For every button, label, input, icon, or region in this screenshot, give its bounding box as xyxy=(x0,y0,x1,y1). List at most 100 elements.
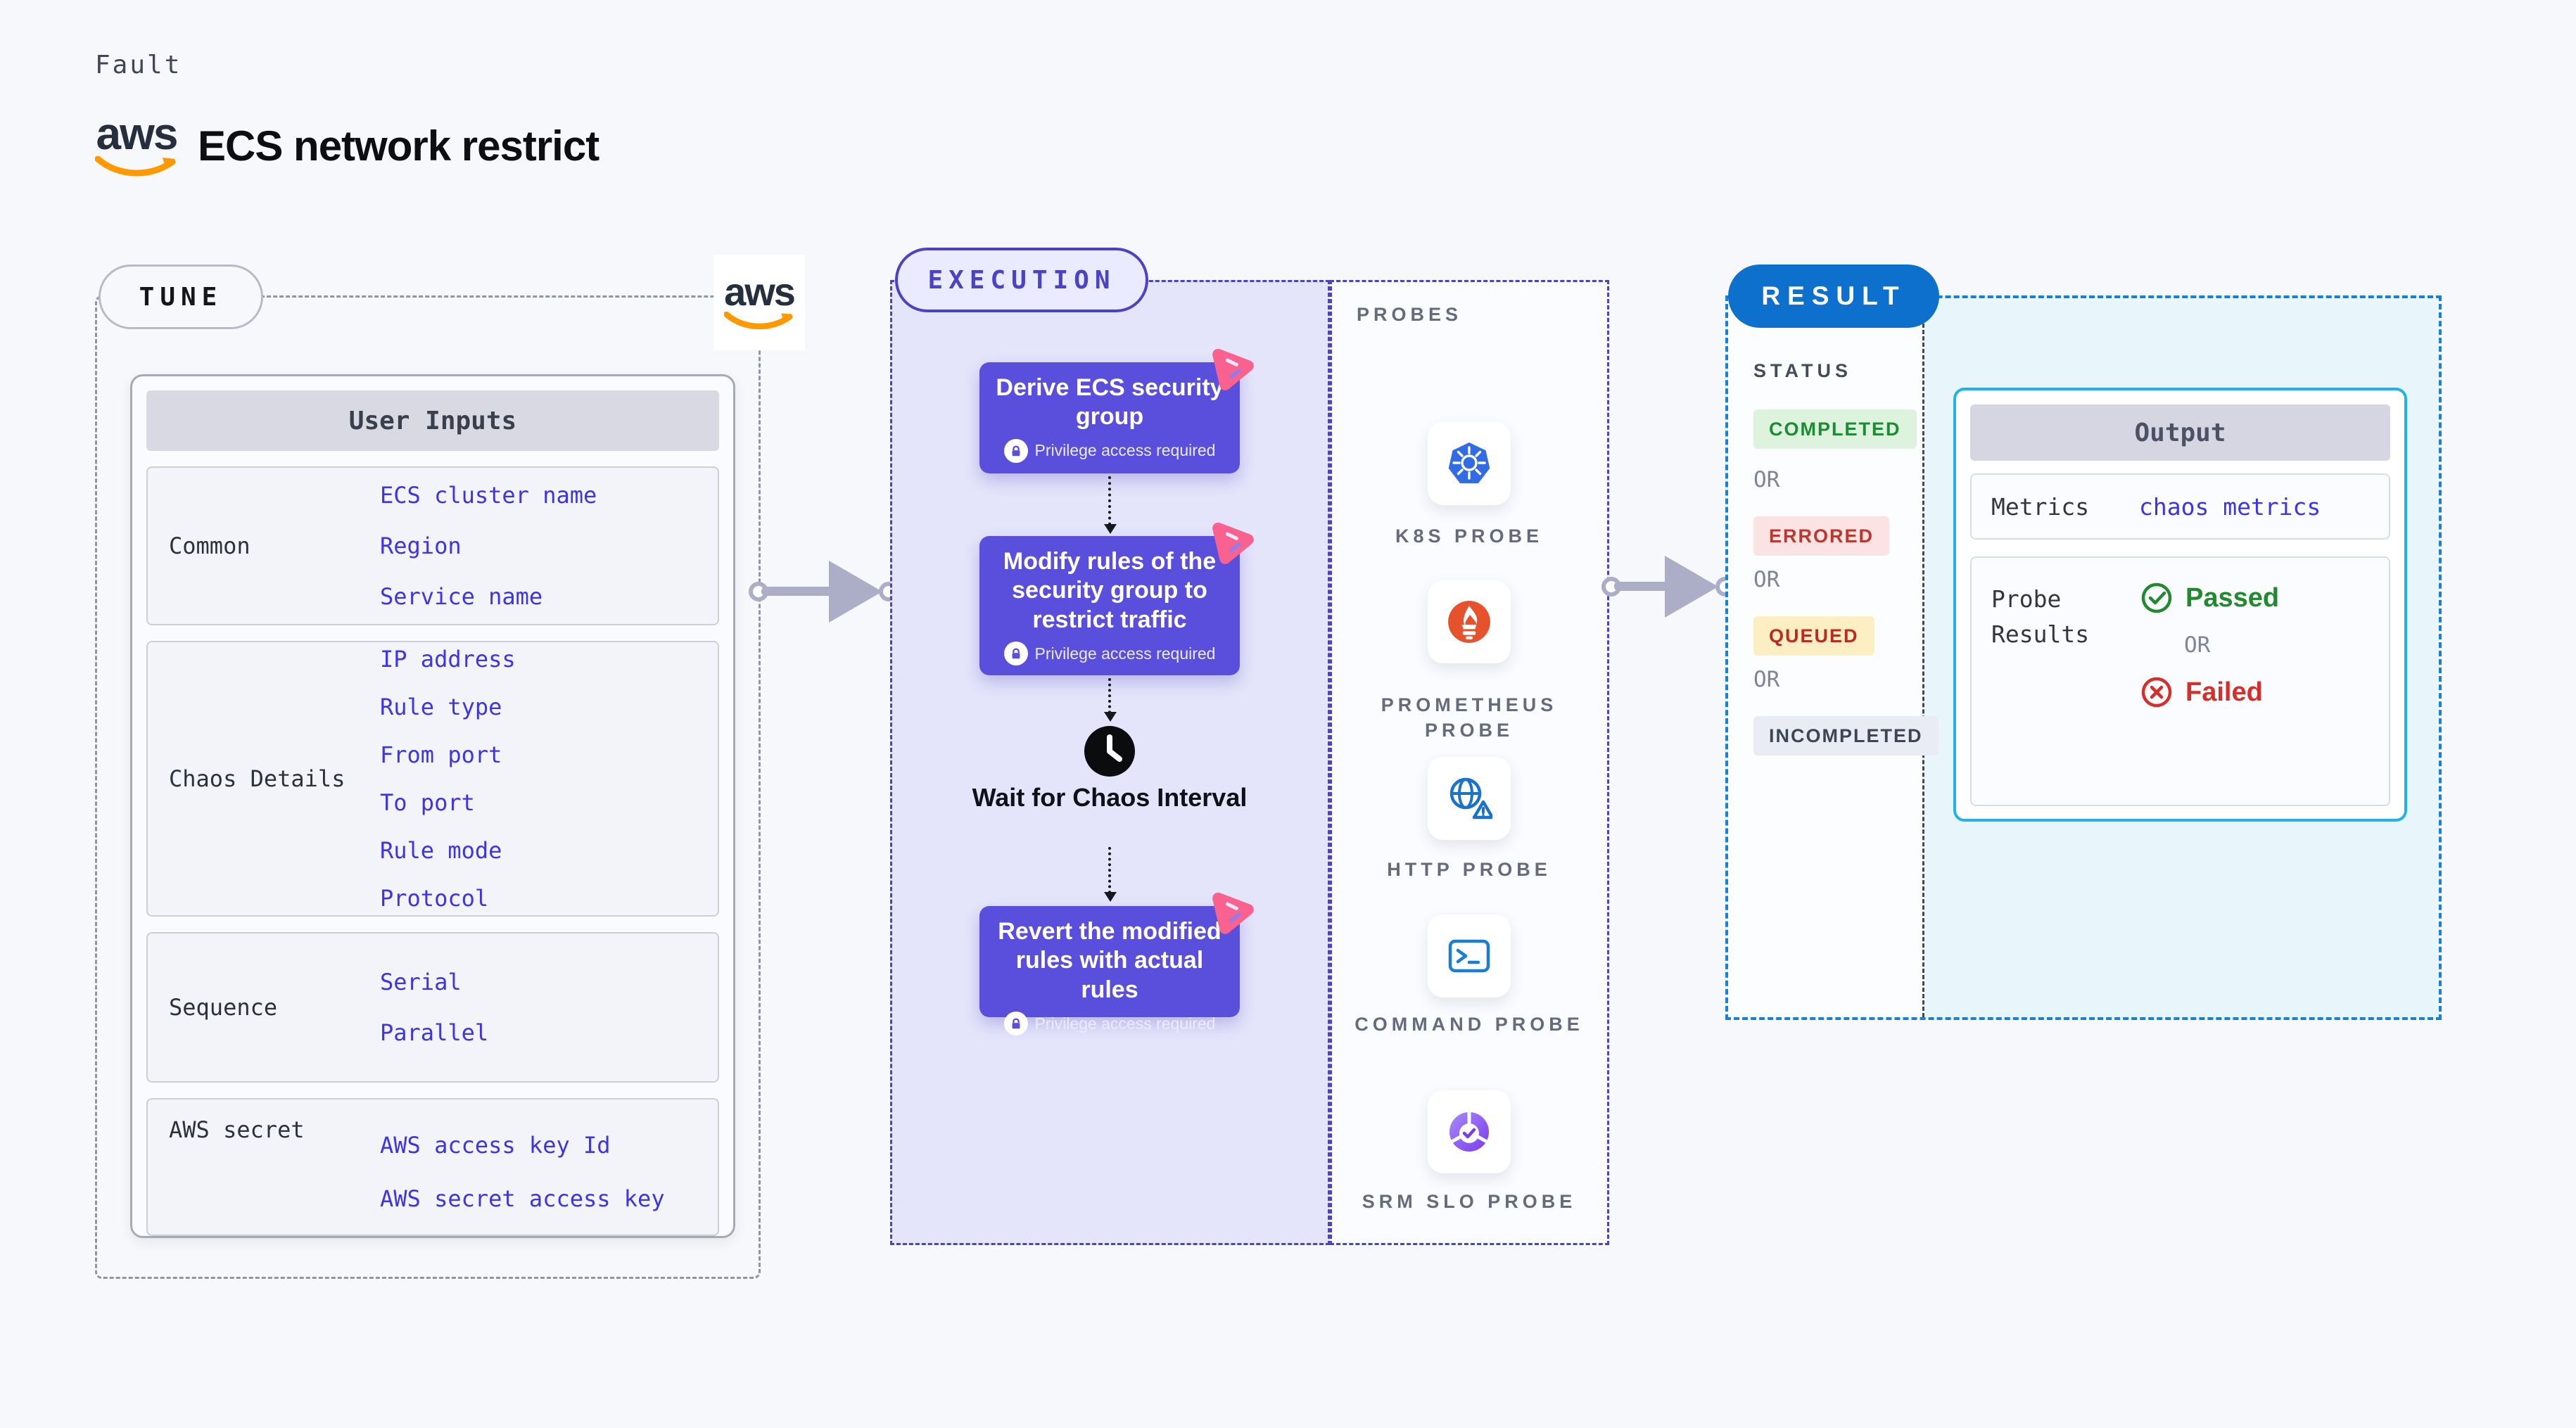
lock-icon xyxy=(1003,1012,1028,1036)
slo-pie-icon xyxy=(1449,1112,1489,1152)
failed-line: Failed xyxy=(2140,676,2279,708)
prometheus-probe-card xyxy=(1428,580,1511,663)
or-label: OR xyxy=(1753,467,1780,492)
privilege-badge-label: Privilege access required xyxy=(1034,644,1216,663)
input-row-label: AWS secret xyxy=(169,1116,305,1143)
input-link[interactable]: Rule type xyxy=(380,694,502,720)
input-link[interactable]: Serial xyxy=(380,969,462,995)
input-link[interactable]: To port xyxy=(380,789,475,816)
step-modify-rules[interactable]: Modify rules of the security group to re… xyxy=(979,522,1254,675)
fault-kind-label: Fault xyxy=(95,51,182,79)
k8s-probe-card xyxy=(1428,422,1511,505)
probe-label: SRM SLO PROBE xyxy=(1362,1191,1577,1212)
status-title: STATUS xyxy=(1753,360,1852,381)
step-title: Modify rules of the security group to re… xyxy=(1003,548,1217,633)
step-revert-rules[interactable]: Revert the modified rules with actual ru… xyxy=(979,892,1254,1036)
input-link[interactable]: Region xyxy=(380,533,462,559)
aws-smile-icon xyxy=(95,156,176,177)
input-row-common: Common ECS cluster name Region Service n… xyxy=(146,466,719,625)
probes-title: PROBES xyxy=(1357,304,1463,325)
or-label: OR xyxy=(1753,567,1780,592)
input-link[interactable]: Service name xyxy=(380,583,543,610)
wait-for-chaos-interval-label: Wait for Chaos Interval xyxy=(972,783,1248,812)
status-badge-queued: QUEUED xyxy=(1753,616,1874,656)
step-connector-arrow xyxy=(1104,847,1117,902)
step-connector-arrow xyxy=(1104,476,1117,534)
clock-icon xyxy=(1084,725,1136,781)
kubernetes-icon xyxy=(1448,442,1490,483)
metrics-row: Metrics chaos metrics xyxy=(1970,473,2390,540)
probe-results-row: Probe Results Passed OR Failed xyxy=(1970,556,2390,806)
user-inputs-card: User Inputs Common ECS cluster name Regi… xyxy=(130,374,735,1238)
step-connector-arrow xyxy=(1104,678,1117,722)
x-circle-icon xyxy=(2141,677,2172,708)
privilege-badge-label: Privilege access required xyxy=(1034,441,1216,460)
probe-results-label: Probe Results xyxy=(1991,585,2090,648)
input-link[interactable]: Rule mode xyxy=(380,837,502,864)
aws-logo: aws xyxy=(95,111,178,180)
input-link[interactable]: From port xyxy=(380,741,502,768)
privilege-badge-label: Privilege access required xyxy=(1034,1014,1216,1033)
input-row-label: Sequence xyxy=(169,993,278,1021)
lock-icon xyxy=(1003,642,1028,666)
output-card: Output Metrics chaos metrics Probe Resul… xyxy=(1953,388,2407,822)
input-link[interactable]: Protocol xyxy=(380,885,489,912)
metrics-label: Metrics xyxy=(1991,492,2090,521)
or-label: OR xyxy=(2184,632,2211,658)
status-badge-incompleted: INCOMPLETED xyxy=(1753,716,1939,756)
output-header: Output xyxy=(1970,404,2390,461)
step-title: Derive ECS security group xyxy=(996,374,1224,431)
status-badge-errored: ERRORED xyxy=(1753,516,1890,556)
input-link[interactable]: IP address xyxy=(380,646,516,672)
flow-arrow-line xyxy=(1614,582,1669,591)
passed-line: Passed xyxy=(2140,582,2279,614)
flow-arrow-line xyxy=(761,587,835,596)
probe-label: PROMETHEUS PROBE xyxy=(1381,694,1558,741)
failed-label: Failed xyxy=(2185,677,2263,707)
user-inputs-header: User Inputs xyxy=(146,390,719,451)
input-row-label: Chaos Details xyxy=(169,765,345,792)
input-row-label: Common xyxy=(169,532,250,559)
tune-tag: TUNE xyxy=(99,264,263,329)
input-row-aws-secret: AWS secret AWS access key Id AWS secret … xyxy=(146,1098,719,1236)
prometheus-icon xyxy=(1448,601,1490,643)
chaos-metrics-link[interactable]: chaos metrics xyxy=(2139,492,2321,521)
probe-label: HTTP PROBE xyxy=(1387,859,1552,880)
flow-arrow-head xyxy=(1665,556,1718,618)
or-label: OR xyxy=(1753,667,1780,692)
probe-label: COMMAND PROBE xyxy=(1354,1014,1584,1035)
probe-label: K8S PROBE xyxy=(1395,525,1544,547)
chaos-step-icon xyxy=(1212,522,1254,564)
input-row-sequence: Sequence Serial Parallel xyxy=(146,932,719,1083)
status-badge-completed: COMPLETED xyxy=(1753,409,1917,449)
step-title: Revert the modified rules with actual ru… xyxy=(998,918,1222,1003)
result-status-divider xyxy=(1922,298,1924,1017)
srm-slo-probe-card xyxy=(1428,1090,1511,1173)
input-link[interactable]: AWS secret access key xyxy=(380,1185,665,1212)
http-probe-card xyxy=(1428,757,1511,840)
terminal-icon xyxy=(1448,939,1490,973)
chaos-step-icon xyxy=(1212,348,1254,390)
lock-icon xyxy=(1003,438,1028,463)
flow-arrow-head xyxy=(829,561,882,623)
check-circle-icon xyxy=(2141,582,2172,613)
privilege-badge: Privilege access required xyxy=(992,642,1227,666)
result-tag: RESULT xyxy=(1728,264,1939,328)
chaos-step-icon xyxy=(1212,892,1254,934)
step-derive-security-group[interactable]: Derive ECS security group Privilege acce… xyxy=(979,348,1254,473)
input-link[interactable]: ECS cluster name xyxy=(380,482,597,509)
title-row: aws ECS network restrict xyxy=(95,111,599,180)
tune-section xyxy=(95,295,761,1279)
command-probe-card xyxy=(1428,914,1511,997)
privilege-badge: Privilege access required xyxy=(992,438,1227,463)
aws-smile-icon xyxy=(724,312,793,330)
input-link[interactable]: AWS access key Id xyxy=(380,1132,611,1159)
page-title: ECS network restrict xyxy=(198,122,599,170)
input-row-chaos-details: Chaos Details IP address Rule type From … xyxy=(146,641,719,917)
execution-tag: EXECUTION xyxy=(895,248,1148,312)
aws-logo-small: aws xyxy=(713,255,805,350)
passed-label: Passed xyxy=(2185,582,2280,613)
input-link[interactable]: Parallel xyxy=(380,1019,489,1046)
http-globe-icon xyxy=(1449,777,1492,820)
